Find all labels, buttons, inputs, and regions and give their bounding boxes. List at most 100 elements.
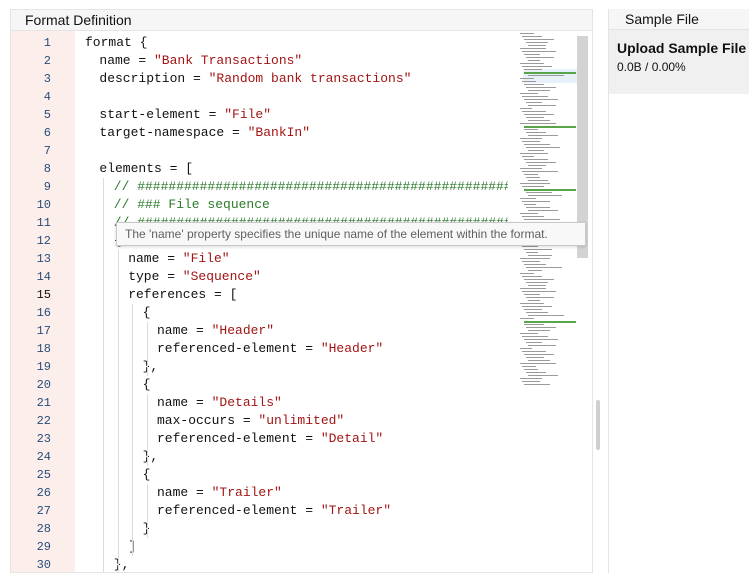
minimap-code-line: [520, 303, 544, 304]
minimap-code-line: [528, 105, 556, 106]
minimap-comment-line: [524, 189, 576, 191]
minimap-code-line: [520, 63, 544, 64]
minimap-code-line: [524, 249, 552, 250]
minimap-code-line: [524, 354, 554, 355]
minimap-code-line: [524, 159, 548, 160]
code-line[interactable]: // ### File sequence: [114, 196, 270, 214]
minimap-code-line: [528, 135, 558, 136]
format-definition-title: Format Definition: [11, 10, 592, 31]
minimap-scrollbar[interactable]: [577, 36, 588, 258]
code-line[interactable]: name = "Bank Transactions": [99, 52, 302, 70]
minimap-code-line: [528, 255, 552, 256]
code-token: elements = [: [99, 161, 194, 176]
code-area[interactable]: format { name = "Bank Transactions"descri…: [75, 31, 508, 572]
minimap-code-line: [520, 273, 534, 274]
string-token: "Sequence": [182, 269, 261, 284]
minimap-comment-line: [524, 126, 576, 128]
code-token: name =: [157, 323, 212, 338]
line-number: 17: [36, 324, 51, 338]
code-token: referenced-element =: [157, 341, 321, 356]
hover-tooltip: The 'name' property specifies the unique…: [116, 222, 586, 246]
minimap-code-line: [526, 102, 542, 103]
minimap-code-line: [524, 114, 554, 115]
code-token: format {: [85, 35, 148, 50]
code-line[interactable]: type = "Sequence": [128, 268, 261, 286]
comment-token: // #####################################…: [113, 179, 508, 194]
line-number: 19: [36, 360, 51, 374]
code-line[interactable]: format {: [85, 34, 147, 52]
code-token: target-namespace =: [99, 125, 248, 140]
code-line[interactable]: }: [143, 520, 151, 538]
minimap-code-line: [520, 363, 556, 364]
code-line[interactable]: target-namespace = "BankIn": [99, 124, 310, 142]
code-token: referenced-element =: [157, 503, 321, 518]
minimap-code-line: [524, 294, 540, 295]
panel-splitter-handle[interactable]: [596, 400, 600, 450]
minimap-code-line: [520, 318, 534, 319]
string-token: "Trailer": [320, 503, 392, 518]
code-token: {: [142, 305, 151, 320]
line-number: 9: [43, 180, 51, 194]
minimap[interactable]: [508, 31, 588, 572]
code-token: {: [142, 467, 151, 482]
code-line[interactable]: elements = [: [99, 160, 193, 178]
minimap-code-line: [522, 336, 548, 337]
minimap-code-line: [522, 381, 540, 382]
minimap-code-line: [524, 84, 544, 85]
minimap-code-line: [524, 174, 538, 175]
minimap-code-line: [522, 276, 542, 277]
code-line[interactable]: max-occurs = "unlimited": [157, 412, 344, 430]
code-line[interactable]: description = "Random bank transactions": [99, 70, 411, 88]
minimap-code-line: [522, 351, 546, 352]
indent-guide: [132, 304, 134, 556]
code-line[interactable]: references = [: [128, 286, 237, 304]
minimap-code-line: [522, 81, 536, 82]
code-token: name =: [128, 251, 183, 266]
upload-sample-file-label: Upload Sample File: [617, 40, 747, 56]
line-number: 22: [36, 414, 51, 428]
code-line[interactable]: },: [114, 556, 130, 572]
code-line[interactable]: // #####################################…: [114, 178, 508, 196]
code-token: start-element =: [99, 107, 225, 122]
minimap-code-line: [522, 111, 546, 112]
sample-file-title: Sample File: [609, 9, 749, 30]
minimap-code-line: [520, 93, 538, 94]
minimap-comment-line: [524, 72, 576, 74]
minimap-code-line: [520, 288, 546, 289]
code-line[interactable]: referenced-element = "Detail": [157, 430, 383, 448]
code-line[interactable]: {: [143, 466, 151, 484]
code-line[interactable]: start-element = "File": [99, 106, 271, 124]
code-line[interactable]: name = "File": [128, 250, 229, 268]
code-line[interactable]: referenced-element = "Header": [157, 340, 383, 358]
code-line[interactable]: {: [143, 376, 151, 394]
minimap-code-line: [520, 168, 542, 169]
code-line[interactable]: ]: [128, 538, 136, 556]
minimap-code-line: [526, 342, 542, 343]
code-token: },: [113, 557, 130, 572]
minimap-code-line: [522, 366, 536, 367]
code-line[interactable]: },: [143, 448, 159, 466]
code-line[interactable]: {: [143, 304, 151, 322]
code-line[interactable]: referenced-element = "Trailer": [157, 502, 391, 520]
code-token: name =: [157, 395, 212, 410]
minimap-code-line: [526, 357, 544, 358]
line-number: 16: [36, 306, 51, 320]
minimap-code-line: [526, 87, 556, 88]
line-number: 12: [36, 234, 51, 248]
minimap-code-line: [522, 141, 540, 142]
indent-guide: [103, 178, 105, 572]
minimap-code-line: [528, 75, 564, 76]
code-line[interactable]: },: [143, 358, 159, 376]
code-token: ]: [128, 539, 136, 554]
code-line[interactable]: name = "Trailer": [157, 484, 282, 502]
code-line[interactable]: name = "Header": [157, 322, 274, 340]
sample-file-panel: Sample File Upload Sample File 0.0B / 0.…: [608, 9, 749, 573]
upload-sample-file-button[interactable]: Upload Sample File 0.0B / 0.00%: [609, 30, 749, 94]
minimap-code-line: [526, 267, 562, 268]
indent-guide: [146, 322, 148, 376]
code-token: max-occurs =: [157, 413, 259, 428]
indent-guide: [146, 394, 148, 466]
code-line[interactable]: name = "Details": [157, 394, 282, 412]
minimap-code-line: [520, 78, 534, 79]
